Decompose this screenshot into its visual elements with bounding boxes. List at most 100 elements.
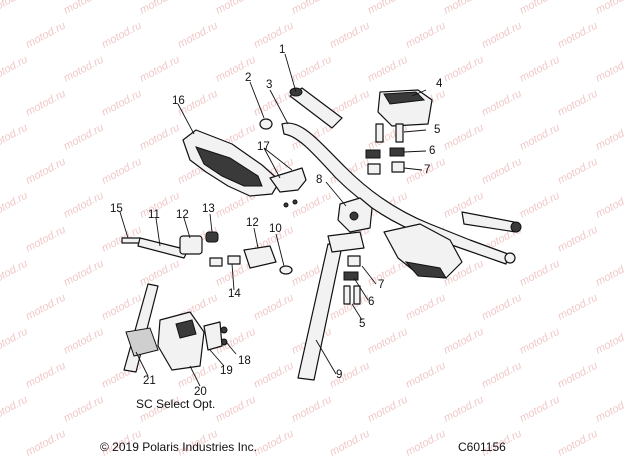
watermark-text: motod.ru <box>252 360 296 391</box>
watermark-text: motod.ru <box>366 54 410 85</box>
watermark-text: motod.ru <box>24 156 68 187</box>
callout-13: 13 <box>202 203 215 215</box>
watermark-text: motod.ru <box>442 122 486 153</box>
watermark-text: motod.ru <box>290 54 334 85</box>
watermark-text: motod.ru <box>328 360 372 391</box>
figure-code: C601156 <box>458 440 506 454</box>
callout-19: 19 <box>220 365 233 377</box>
watermark-text: motod.ru <box>404 292 448 323</box>
leader-lines <box>119 53 427 387</box>
callout-10: 10 <box>269 223 282 235</box>
callout-3: 3 <box>266 79 272 91</box>
watermark-text: motod.ru <box>62 258 106 289</box>
mount-hardware-left <box>121 231 293 275</box>
copyright-notice: © 2019 Polaris Industries Inc. <box>100 440 257 454</box>
watermark-text: motod.ru <box>594 0 625 17</box>
watermark-text: motod.ru <box>518 0 562 17</box>
callout-20: 20 <box>194 386 207 398</box>
watermark-text: motod.ru <box>556 224 600 255</box>
watermark-text: motod.ru <box>100 88 144 119</box>
watermark-text: motod.ru <box>366 394 410 425</box>
watermark-text: motod.ru <box>100 20 144 51</box>
watermark-text: motod.ru <box>594 54 625 85</box>
nut <box>259 118 273 130</box>
callout-12b: 12 <box>246 217 259 229</box>
callout-14: 14 <box>228 288 241 300</box>
riser-clamp <box>337 197 373 233</box>
watermark-text: motod.ru <box>480 360 524 391</box>
option-note: SC Select Opt. <box>136 397 216 411</box>
grip <box>289 87 343 129</box>
callout-2: 2 <box>245 72 251 84</box>
watermark-text: motod.ru <box>252 428 296 459</box>
steering-column <box>297 231 365 381</box>
watermark-text: motod.ru <box>556 428 600 459</box>
watermark-text: motod.ru <box>252 20 296 51</box>
watermark-text: motod.ru <box>214 394 258 425</box>
callout-12: 12 <box>176 209 189 221</box>
watermark-text: motod.ru <box>480 292 524 323</box>
watermark-text: motod.ru <box>24 224 68 255</box>
watermark-text: motod.ru <box>0 258 30 289</box>
callout-labels: 1 2 3 4 5 6 7 8 9 10 11 12 13 14 15 16 1… <box>110 44 443 398</box>
clamp-bolts-upper <box>375 123 404 143</box>
watermark-text: motod.ru <box>518 326 562 357</box>
clamp-parts-lower <box>343 255 361 305</box>
watermark-text: motod.ru <box>328 20 372 51</box>
watermark-text: motod.ru <box>556 292 600 323</box>
watermark-text: motod.ru <box>138 54 182 85</box>
watermark-text: motod.ru <box>138 122 182 153</box>
watermark-text: motod.ru <box>480 20 524 51</box>
watermark-text: motod.ru <box>24 292 68 323</box>
watermark-text: motod.ru <box>518 190 562 221</box>
watermark-text: motod.ru <box>24 428 68 459</box>
watermark-text: motod.ru <box>442 326 486 357</box>
watermark-text: motod.ru <box>404 428 448 459</box>
callout-4: 4 <box>436 78 443 90</box>
clamp-blocks-upper <box>365 147 405 175</box>
watermark-text: motod.ru <box>138 258 182 289</box>
hand-guard-right <box>383 223 463 279</box>
watermark-text: motod.ru <box>366 0 410 17</box>
clamp-cover <box>377 89 433 127</box>
callout-7b: 7 <box>378 279 384 291</box>
watermark-text: motod.ru <box>290 394 334 425</box>
watermark-text: motod.ru <box>328 428 372 459</box>
watermark-text: motod.ru <box>100 156 144 187</box>
callout-11: 11 <box>148 209 160 221</box>
watermark-text: motod.ru <box>556 360 600 391</box>
callout-6: 6 <box>429 145 435 157</box>
watermark-text: motod.ru <box>594 394 625 425</box>
watermark-text: motod.ru <box>442 0 486 17</box>
watermark-text: motod.ru <box>518 394 562 425</box>
watermark-text: motod.ru <box>290 190 334 221</box>
callout-5: 5 <box>434 124 440 136</box>
watermark-text: motod.ru <box>62 54 106 85</box>
hand-guard-bracket <box>269 167 307 208</box>
watermark-text: motod.ru <box>0 0 30 17</box>
callout-5b: 5 <box>359 318 365 330</box>
watermark-text: motod.ru <box>62 394 106 425</box>
watermark-text: motod.ru <box>138 0 182 17</box>
watermark-text: motod.ru <box>62 122 106 153</box>
watermark-text: motod.ru <box>556 156 600 187</box>
watermark-text: motod.ru <box>594 190 625 221</box>
watermark-text: motod.ru <box>24 360 68 391</box>
watermark-text: motod.ru <box>404 360 448 391</box>
callout-15: 15 <box>110 203 123 215</box>
watermark-text: motod.ru <box>24 20 68 51</box>
watermark-text: motod.ru <box>594 258 625 289</box>
watermark-text: motod.ru <box>518 54 562 85</box>
watermark-text: motod.ru <box>252 292 296 323</box>
callout-21: 21 <box>143 375 156 387</box>
callout-17: 17 <box>257 141 270 153</box>
callout-9: 9 <box>336 369 342 381</box>
grip-right <box>461 211 522 233</box>
watermark-text: motod.ru <box>480 88 524 119</box>
watermark-text: motod.ru <box>100 292 144 323</box>
watermark-text: motod.ru <box>518 258 562 289</box>
callout-1: 1 <box>279 44 285 56</box>
callout-18: 18 <box>238 355 251 367</box>
